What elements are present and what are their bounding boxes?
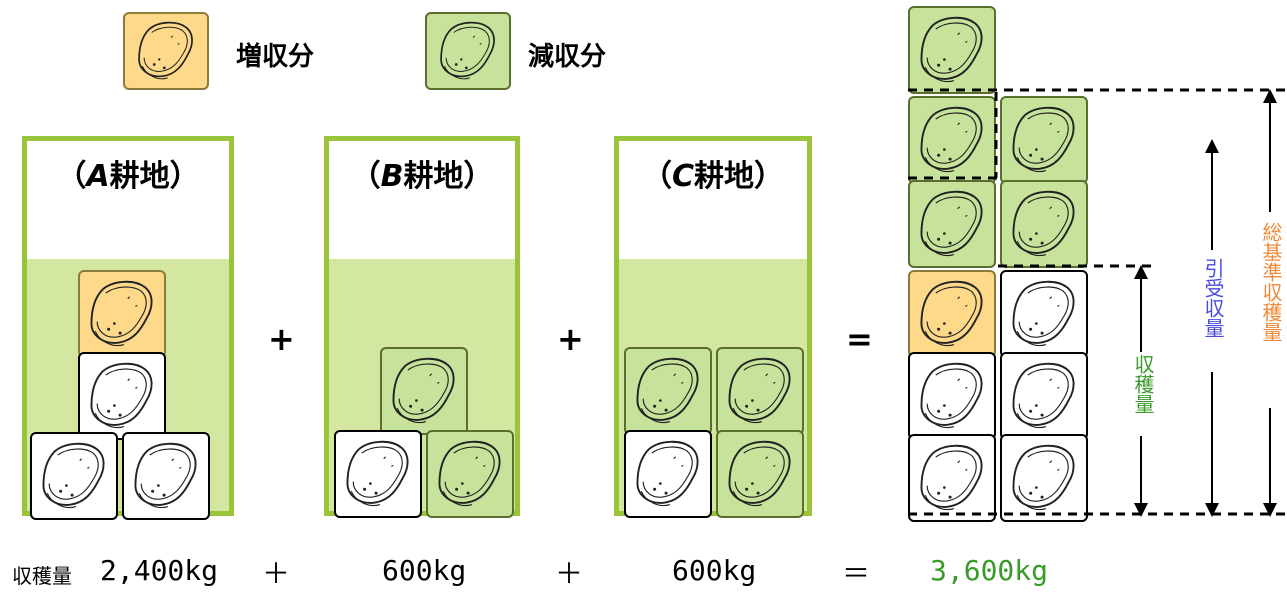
field-b-decrease-tile	[426, 430, 514, 518]
field-a-title: （A耕地）	[56, 159, 200, 194]
bottom-plus-2: ＋	[555, 557, 584, 590]
result-decrease-tile	[908, 180, 996, 268]
bottom-equals: ＝	[842, 557, 871, 590]
plus-operator: +	[268, 320, 295, 358]
bottom-total: 3,600kg	[930, 554, 1049, 587]
field-b: （B耕地）	[324, 136, 520, 516]
field-c-decrease-tile	[624, 347, 712, 435]
plus-operator: +	[557, 320, 584, 358]
underwriting-side-label: 引受収量	[1201, 258, 1225, 338]
equals-operator: =	[846, 320, 873, 358]
field-b-harvest-tile	[334, 430, 422, 518]
field-b-decrease-tile	[380, 347, 468, 435]
field-c-harvest-tile	[624, 430, 712, 518]
bottom-value-b: 600kg	[382, 554, 467, 587]
result-harvest-tile	[908, 434, 996, 522]
field-a-harvest-tile	[30, 432, 118, 520]
result-harvest-tile	[1000, 352, 1088, 440]
legend-increase-label: 増収分	[236, 42, 315, 72]
field-b-title: （B耕地）	[350, 159, 494, 194]
result-decrease-tile	[1000, 180, 1088, 268]
result-decrease-tile	[908, 96, 996, 184]
total-standard-side-label: 総基準収穫量	[1259, 222, 1283, 342]
legend-increase-tile	[123, 12, 209, 90]
bottom-value-a: 2,400kg	[100, 554, 219, 587]
result-decrease-tile	[1000, 96, 1088, 184]
legend-decrease-label: 減収分	[528, 42, 607, 72]
field-c-title: （C耕地）	[641, 159, 785, 194]
bottom-plus-1: ＋	[262, 557, 291, 590]
harvest-side-label: 収穫量	[1131, 354, 1155, 414]
legend-decrease-tile	[425, 12, 511, 90]
bottom-value-c: 600kg	[672, 554, 757, 587]
field-c-decrease-tile	[716, 430, 804, 518]
result-decrease-tile	[908, 6, 996, 94]
result-harvest-tile	[1000, 434, 1088, 522]
field-a-harvest-tile	[122, 432, 210, 520]
bottom-harvest-label: 収穫量	[12, 564, 72, 588]
